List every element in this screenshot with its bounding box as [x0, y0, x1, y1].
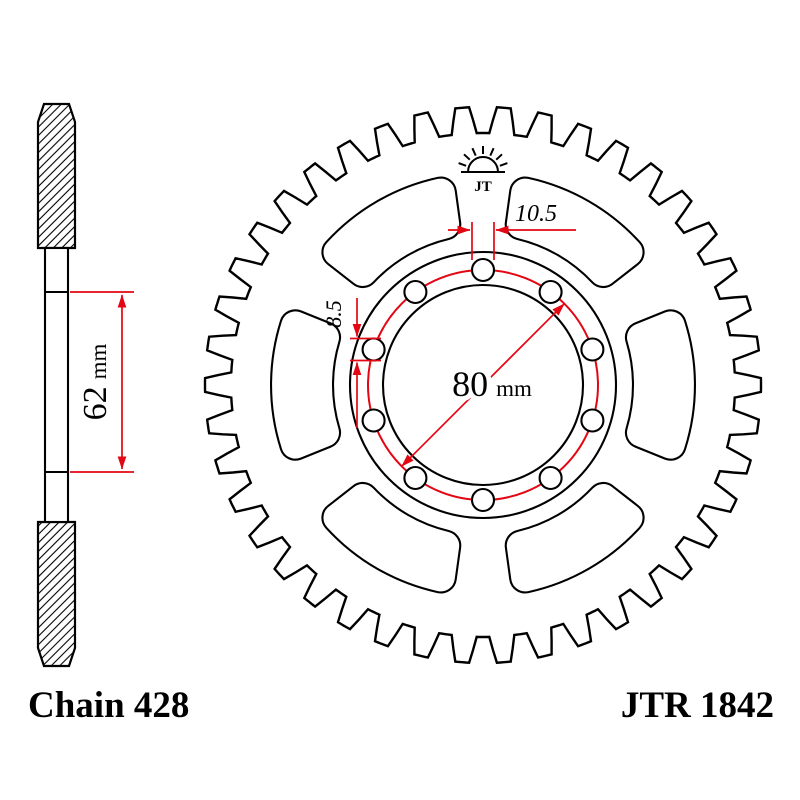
sun-ray-icon: [463, 153, 471, 161]
lightening-hole: [504, 481, 645, 594]
sun-ray-icon: [489, 147, 495, 157]
dim-bolt-hole: 10.5: [448, 201, 576, 260]
hub-column: [43, 246, 70, 524]
rim-section-bottom: [36, 520, 77, 668]
lightening-hole: [321, 176, 462, 289]
bolt-hole: [470, 257, 496, 283]
dim-bolt-circle: 80 mm: [401, 303, 565, 467]
lightening-hole: [504, 176, 645, 289]
bolt-hole: [580, 337, 605, 362]
side-view: 62 mm: [36, 102, 134, 668]
sun-ray-icon: [499, 162, 508, 167]
bolt-hole: [361, 408, 386, 433]
dim-bolt-circle-value: 80: [452, 364, 488, 404]
part-number-label: JTR 1842: [621, 685, 774, 726]
lightening-hole: [270, 309, 342, 461]
sun-ray-icon: [471, 147, 477, 157]
bolt-hole: [538, 465, 563, 491]
dim-line: [401, 303, 565, 467]
bolt-hole: [470, 487, 496, 513]
rising-sun-icon: [467, 156, 499, 173]
bolt-hole: [361, 337, 386, 362]
chain-size-label: Chain 428: [28, 685, 189, 726]
dim-bolt-hole-label: 10.5: [515, 201, 557, 227]
dim-hub-width-value: 62: [77, 386, 114, 420]
front-view: JT 80 mm 10.5 8.5: [203, 106, 763, 664]
sun-ray-icon: [458, 162, 467, 167]
bolt-holes: [361, 257, 605, 513]
dim-hub-width: 62 mm: [70, 291, 134, 473]
sun-ray-icon: [495, 153, 503, 161]
bolt-hole: [538, 279, 563, 305]
dim-web: 8.5: [321, 298, 381, 428]
sun-rays: [458, 146, 508, 167]
logo-text: JT: [474, 179, 492, 195]
lightening-hole: [321, 481, 462, 594]
lightening-holes: [270, 176, 696, 594]
bolt-hole: [580, 408, 605, 433]
bolt-hole: [403, 465, 428, 491]
dim-bolt-circle-label: 80 mm: [452, 364, 532, 404]
jt-sun-logo: JT: [458, 146, 508, 195]
dim-hub-width-label: 62 mm: [77, 344, 114, 421]
lightening-hole: [624, 309, 696, 461]
dim-web-label: 8.5: [321, 300, 346, 328]
dim-bolt-circle-unit: mm: [496, 376, 532, 401]
bolt-hole: [403, 279, 428, 305]
dim-hub-width-unit: mm: [86, 344, 111, 380]
rim-section-top: [36, 102, 77, 250]
